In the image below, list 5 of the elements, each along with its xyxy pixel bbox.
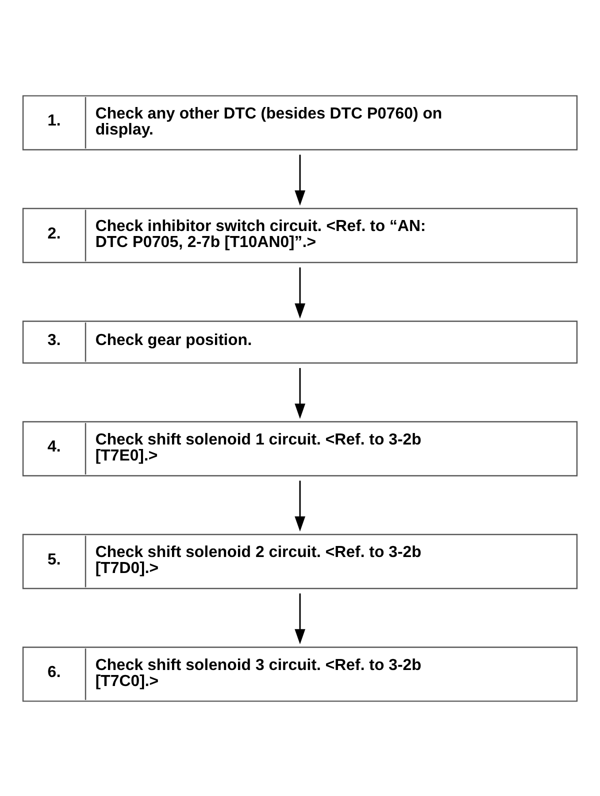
arrow — [294, 592, 306, 644]
arrow — [294, 480, 306, 532]
arrow — [294, 154, 306, 206]
arrow — [294, 266, 306, 318]
arrow — [294, 368, 306, 418]
